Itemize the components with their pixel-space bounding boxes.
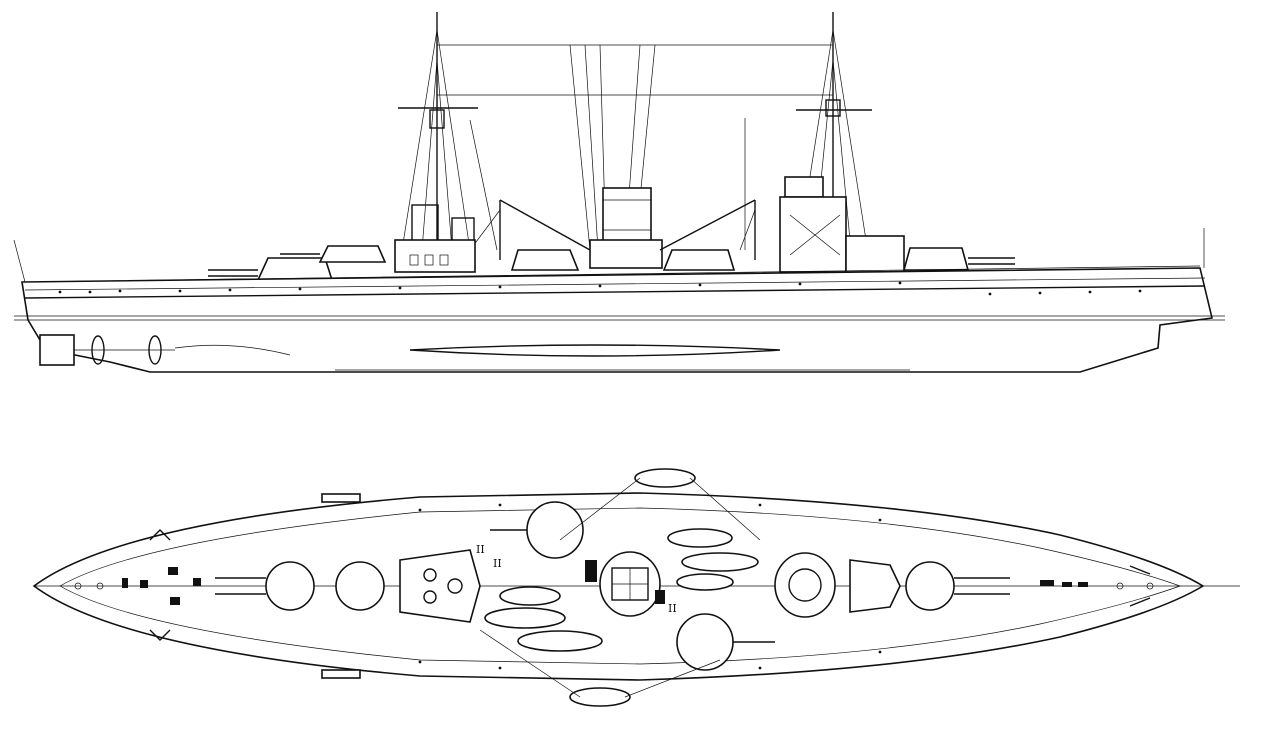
deck-fittings: [74, 503, 1154, 670]
ships-boats: [484, 468, 759, 707]
fore-bridge-plan: [399, 549, 481, 623]
turret-mark: II: [668, 602, 677, 615]
aft-superstructure: [779, 176, 905, 273]
profile-view: [13, 12, 1225, 373]
anchors: [149, 529, 1151, 641]
funnel: [589, 187, 663, 269]
portholes: [58, 281, 1142, 296]
turret-mark: II: [476, 543, 485, 556]
fore-superstructure: [394, 239, 476, 273]
funnel-plan: [599, 551, 661, 617]
bilge-keel: [409, 344, 781, 357]
plan-view: II II II: [32, 468, 1240, 707]
fore-mast: [398, 12, 478, 262]
stern-gallery: [321, 493, 361, 679]
main-turrets-plan: [215, 501, 1010, 671]
boat-cranes: [469, 199, 756, 260]
turret-mark: II: [493, 557, 502, 570]
propellers-and-rudder: [39, 334, 291, 366]
aft-structure-plan: [774, 552, 901, 618]
